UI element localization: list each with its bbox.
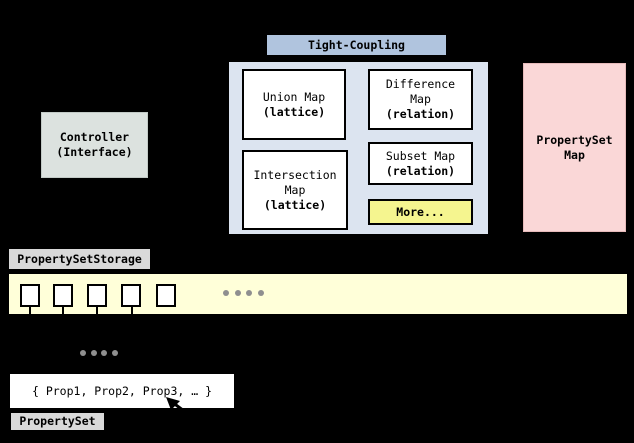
storage-slot (156, 284, 176, 307)
controller-name: Controller (59, 130, 130, 144)
subset-map-box: Subset Map (relation) (368, 142, 473, 185)
more-label: More... (396, 204, 445, 219)
propertyset-map-name-line2: Map (564, 147, 585, 162)
ellipsis-dot (91, 350, 97, 356)
ellipsis-dot (258, 290, 264, 296)
ellipsis-dot (246, 290, 252, 296)
propertyset-contents-text: { Prop1, Prop2, Prop3, … } (31, 383, 212, 398)
slot-connector-line (96, 307, 98, 315)
tight-coupling-header: Tight-Coupling (265, 33, 448, 57)
tight-coupling-title: Tight-Coupling (308, 37, 405, 52)
intersection-map-name-line1: Intersection (253, 167, 337, 182)
ellipsis-dot (112, 350, 118, 356)
subset-map-name: Subset Map (385, 148, 456, 163)
propertyset-map-name-line1: PropertySet (536, 132, 613, 147)
difference-map-name-line2: Map (410, 92, 431, 106)
ellipsis-dot (235, 290, 241, 296)
propertyset-storage-bar (8, 273, 628, 315)
storage-slot (20, 284, 40, 307)
storage-slot (121, 284, 141, 307)
union-map-name: Union Map (262, 89, 326, 104)
difference-map-name-line1: Difference (385, 77, 456, 91)
difference-map-kind: (relation) (385, 107, 456, 121)
slot-connector-line (62, 307, 64, 315)
storage-slot (87, 284, 107, 307)
intersection-map-kind: (lattice) (263, 197, 327, 212)
coupling-group: Union Map (lattice) Difference Map (rela… (228, 61, 489, 235)
union-map-box: Union Map (lattice) (242, 69, 346, 140)
ellipsis-dot (223, 290, 229, 296)
controller-box: Controller (Interface) (41, 112, 148, 178)
propertyset-label: PropertySet (10, 412, 105, 431)
controller-kind: (Interface) (56, 145, 133, 159)
propertyset-map-box: PropertySet Map (523, 63, 626, 232)
propertyset-storage-label-text: PropertySetStorage (17, 251, 142, 266)
propertyset-contents-box: { Prop1, Prop2, Prop3, … } (9, 373, 235, 409)
pointer-arrow-icon (166, 397, 197, 422)
intersection-map-name-line2: Map (284, 182, 306, 197)
intersection-map-box: Intersection Map (lattice) (242, 150, 348, 230)
difference-map-box: Difference Map (relation) (368, 69, 473, 130)
propertyset-label-text: PropertySet (19, 414, 96, 428)
ellipsis-dot (101, 350, 107, 356)
slot-connector-line (29, 307, 31, 315)
ellipsis-dot (80, 350, 86, 356)
storage-slot (53, 284, 73, 307)
more-box: More... (368, 199, 473, 225)
propertyset-storage-label: PropertySetStorage (8, 248, 151, 270)
union-map-kind: (lattice) (262, 104, 326, 119)
subset-map-kind: (relation) (385, 163, 456, 178)
slot-connector-line (131, 307, 133, 315)
